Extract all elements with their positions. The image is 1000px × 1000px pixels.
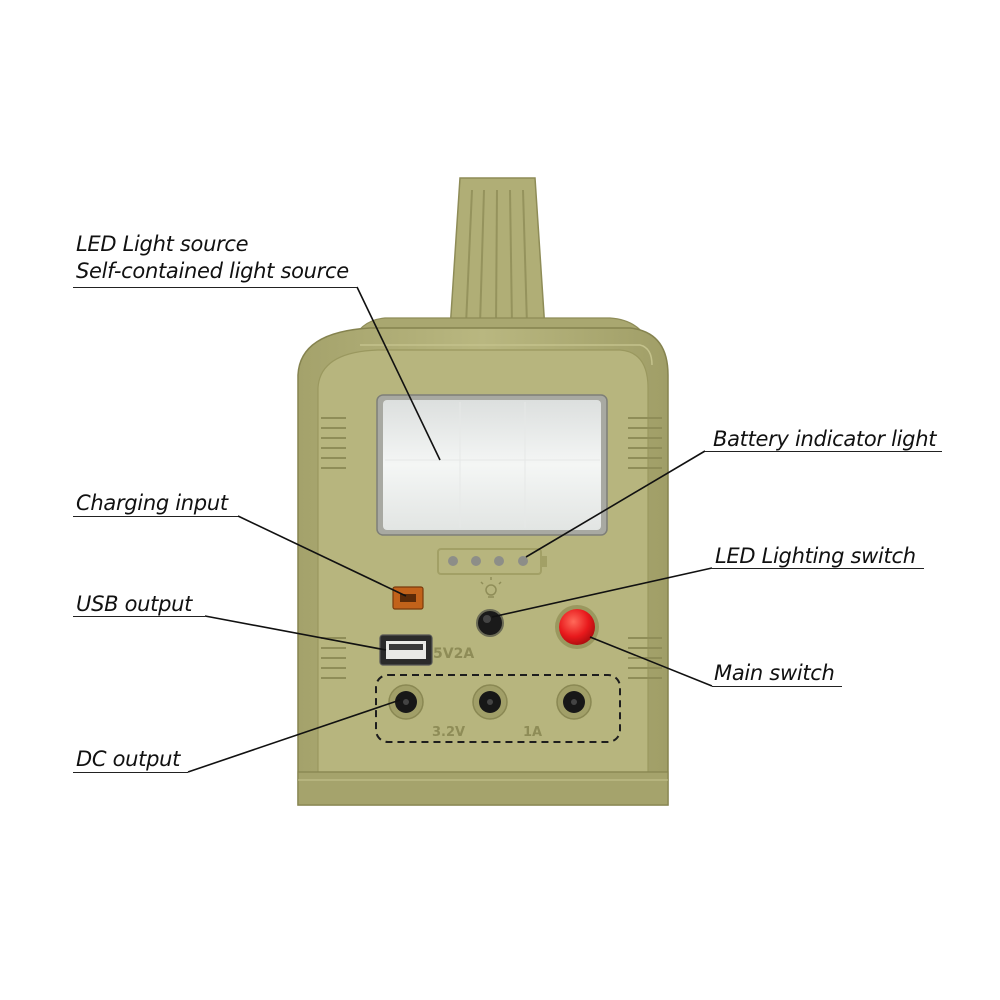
underline-main-switch <box>712 686 842 687</box>
label-usb-output: USB output <box>76 592 193 616</box>
leader-lines <box>187 286 713 773</box>
label-charging-input: Charging input <box>76 491 228 515</box>
leader-charging <box>237 515 407 597</box>
usb-output-port[interactable]: 5V2A <box>379 634 474 666</box>
label-dc-output: DC output <box>76 747 181 771</box>
usb-rating-marking: 5V2A <box>433 646 474 662</box>
battery-dot <box>471 556 481 566</box>
battery-indicator <box>437 548 547 575</box>
dc-output-port[interactable] <box>472 684 508 720</box>
battery-dot <box>448 556 458 566</box>
battery-dot <box>494 556 504 566</box>
dc-current-marking: 1A <box>523 725 542 740</box>
underline-usb-output <box>73 616 205 617</box>
dc-output-port[interactable] <box>556 684 592 720</box>
underline-led-switch <box>712 568 924 569</box>
underline-charging-input <box>73 516 238 517</box>
underline-led-source <box>73 287 357 288</box>
leader-battery <box>525 450 706 558</box>
leader-dc <box>187 699 401 773</box>
underline-dc-output <box>73 772 188 773</box>
leader-led-switch <box>491 567 713 618</box>
dc-output-port[interactable] <box>388 684 424 720</box>
label-led-switch: LED Lighting switch <box>715 544 916 568</box>
label-led-source-line2: Self-contained light source <box>76 259 349 283</box>
dc-output-group: 3.2V 1A <box>375 674 621 743</box>
charging-input-port[interactable] <box>392 586 424 610</box>
lightbulb-icon <box>480 577 502 598</box>
battery-dot <box>518 556 528 566</box>
label-battery-indicator: Battery indicator light <box>713 427 937 451</box>
label-main-switch: Main switch <box>714 661 835 685</box>
leader-main-switch <box>589 636 713 687</box>
led-light-panel <box>376 394 608 536</box>
main-switch[interactable] <box>555 605 599 649</box>
label-led-source-line1: LED Light source <box>76 232 249 256</box>
underline-battery-indicator <box>705 451 942 452</box>
led-lighting-switch[interactable] <box>476 609 504 637</box>
dc-voltage-marking: 3.2V <box>432 725 465 740</box>
leader-led-source <box>356 286 441 461</box>
handle[interactable] <box>449 177 546 331</box>
leader-usb <box>204 615 387 651</box>
